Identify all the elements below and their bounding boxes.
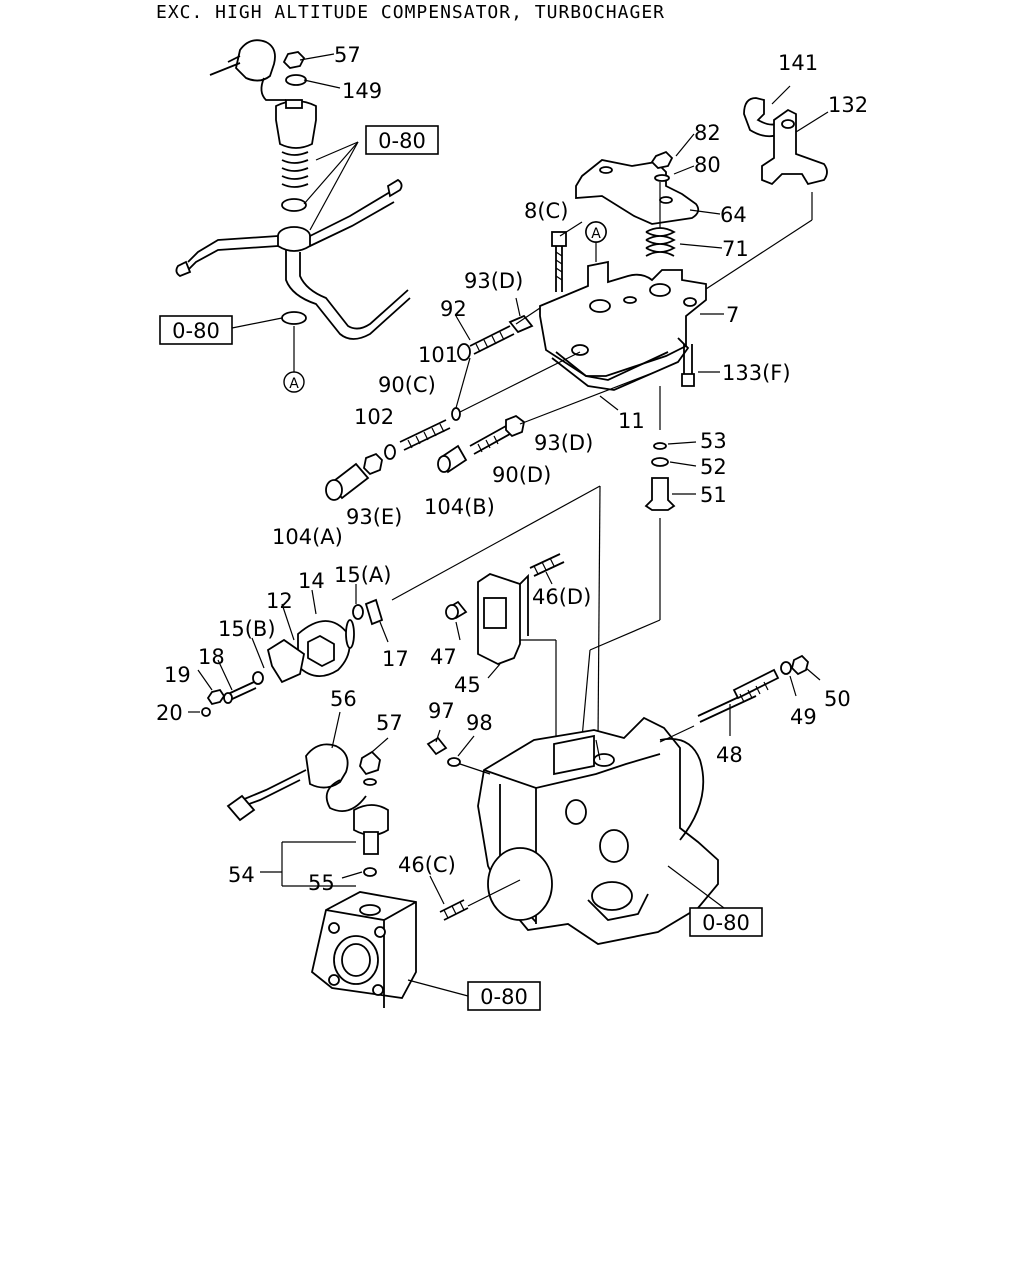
callout-80: 80 (694, 153, 721, 177)
callout-71: 71 (722, 237, 749, 261)
ref-box-left-label: 0-80 (172, 319, 220, 343)
governor-weights (188, 584, 389, 717)
callout-133f: 133(F) (722, 361, 791, 385)
misc-screws (426, 729, 521, 921)
callout-15a: 15(A) (334, 563, 391, 587)
callout-54: 54 (228, 863, 255, 887)
callout-90d: 90(D) (492, 463, 551, 487)
callout-98: 98 (466, 711, 493, 735)
lower-sensor-assembly (226, 711, 389, 887)
top-sensor-assembly (175, 39, 411, 372)
flange-block (310, 891, 469, 1008)
ref-box-housing-label: 0-80 (702, 911, 750, 935)
callout-57-bot: 57 (376, 711, 403, 735)
callout-149: 149 (342, 79, 382, 103)
callout-93d-mid: 93(D) (534, 431, 593, 455)
ref-box-top-label: 0-80 (378, 129, 426, 153)
callout-20: 20 (156, 701, 183, 725)
callout-47: 47 (430, 645, 457, 669)
governor-cover (539, 221, 724, 430)
callout-18: 18 (198, 645, 225, 669)
callout-104a: 104(A) (272, 525, 343, 549)
callout-51: 51 (700, 483, 727, 507)
callout-132: 132 (828, 93, 868, 117)
circle-ref-a-left-label: A (289, 376, 299, 392)
callout-64: 64 (720, 203, 747, 227)
ref-box-housing[interactable]: 0-80 (689, 907, 763, 937)
ref-box-flange-label: 0-80 (480, 985, 528, 1009)
circle-ref-a-cover: A (585, 221, 607, 243)
callout-57-top: 57 (334, 43, 361, 67)
callout-45: 45 (454, 673, 481, 697)
callout-50: 50 (824, 687, 851, 711)
adjusting-screws (325, 297, 661, 501)
callout-82: 82 (694, 121, 721, 145)
callout-48: 48 (716, 743, 743, 767)
callout-93d-top: 93(D) (464, 269, 523, 293)
callout-56: 56 (330, 687, 357, 711)
pump-housing (477, 716, 725, 945)
callout-15b: 15(B) (218, 617, 276, 641)
callout-12: 12 (266, 589, 293, 613)
diagram-title: EXC. HIGH ALTITUDE COMPENSATOR, TURBOCHA… (156, 2, 665, 23)
callout-8c: 8(C) (524, 199, 568, 223)
callout-141: 141 (778, 51, 818, 75)
callout-46d: 46(D) (532, 585, 591, 609)
adjusting-shaft (659, 654, 821, 743)
callout-17: 17 (382, 647, 409, 671)
ref-box-flange[interactable]: 0-80 (467, 981, 541, 1011)
callout-90c: 90(C) (378, 373, 436, 397)
callout-52: 52 (700, 455, 727, 479)
callout-7: 7 (726, 303, 739, 327)
callout-49: 49 (790, 705, 817, 729)
callout-93e: 93(E) (346, 505, 402, 529)
callout-11: 11 (618, 409, 645, 433)
callout-19: 19 (164, 663, 191, 687)
callout-46c: 46(C) (398, 853, 456, 877)
circle-ref-a-left: A (283, 371, 305, 393)
callout-92: 92 (440, 297, 467, 321)
callout-97: 97 (428, 699, 455, 723)
callout-104b: 104(B) (424, 495, 495, 519)
bracket-assembly (575, 85, 829, 303)
ref-box-top[interactable]: 0-80 (365, 125, 439, 155)
callout-53: 53 (700, 429, 727, 453)
lever-assembly (391, 485, 601, 761)
callout-labels: 57 149 141 132 82 80 64 8(C) 71 93(D) 92… (156, 43, 868, 895)
ref-box-left[interactable]: 0-80 (159, 315, 233, 345)
callout-101: 101 (418, 343, 458, 367)
governor-shaft (589, 441, 697, 651)
callout-55: 55 (308, 871, 335, 895)
circle-ref-a-cover-label: A (591, 226, 601, 242)
callout-102: 102 (354, 405, 394, 429)
callout-14: 14 (298, 569, 325, 593)
